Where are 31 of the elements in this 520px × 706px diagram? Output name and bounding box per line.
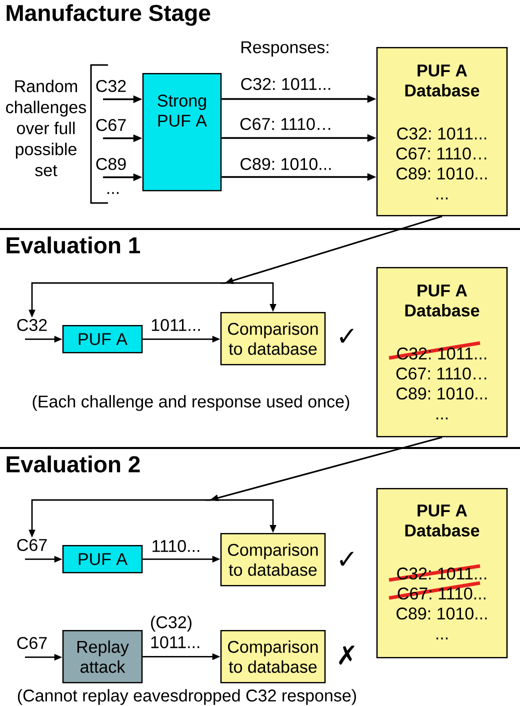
check-mark: ✓	[340, 552, 354, 566]
challenge-label: C89	[96, 158, 126, 170]
cross-mark: ✗	[339, 645, 354, 665]
edge-label: 1110...	[152, 540, 200, 552]
section-heading: Manufacture Stage	[6, 4, 210, 26]
comparison-box: Comparison to database	[220, 312, 326, 366]
edge-label: 1011...	[152, 318, 200, 332]
edge-label: (C32) 1011...	[151, 616, 200, 648]
ellipsis-text: ...	[107, 192, 119, 194]
column-heading: Responses:	[242, 41, 328, 57]
comparison-box: Comparison to database	[220, 533, 326, 586]
database-box: PUF A Database C32: 1011... C67: 1110… C89: 1010... ...	[376, 47, 508, 216]
edge-label: C32: 1011...	[241, 78, 330, 90]
section-heading: Evaluation 1	[6, 236, 140, 254]
challenge-label: C32	[17, 318, 47, 332]
note-text: Random challenges over full possible set	[6, 80, 86, 176]
challenge-label: C32	[96, 80, 126, 92]
puf-box: Strong PUF A	[142, 73, 222, 192]
challenge-label: C67	[17, 636, 47, 650]
puf-box: PUF A	[62, 545, 143, 574]
note-text: (Cannot replay eavesdropped C32 response)	[18, 689, 356, 705]
note-text: (Each challenge and response used once)	[32, 395, 350, 411]
edge-label: C67: 1110…	[240, 118, 330, 130]
check-mark: ✓	[340, 328, 354, 343]
challenge-label: C67	[96, 118, 126, 132]
edge-label: C89: 1010...	[240, 158, 331, 170]
challenge-label: C67	[17, 538, 47, 552]
replay-attack-box: Replay attack	[62, 630, 143, 684]
comparison-box: Comparison to database	[220, 630, 326, 684]
section-heading: Evaluation 2	[6, 456, 140, 472]
puf-box: PUF A	[62, 325, 143, 354]
